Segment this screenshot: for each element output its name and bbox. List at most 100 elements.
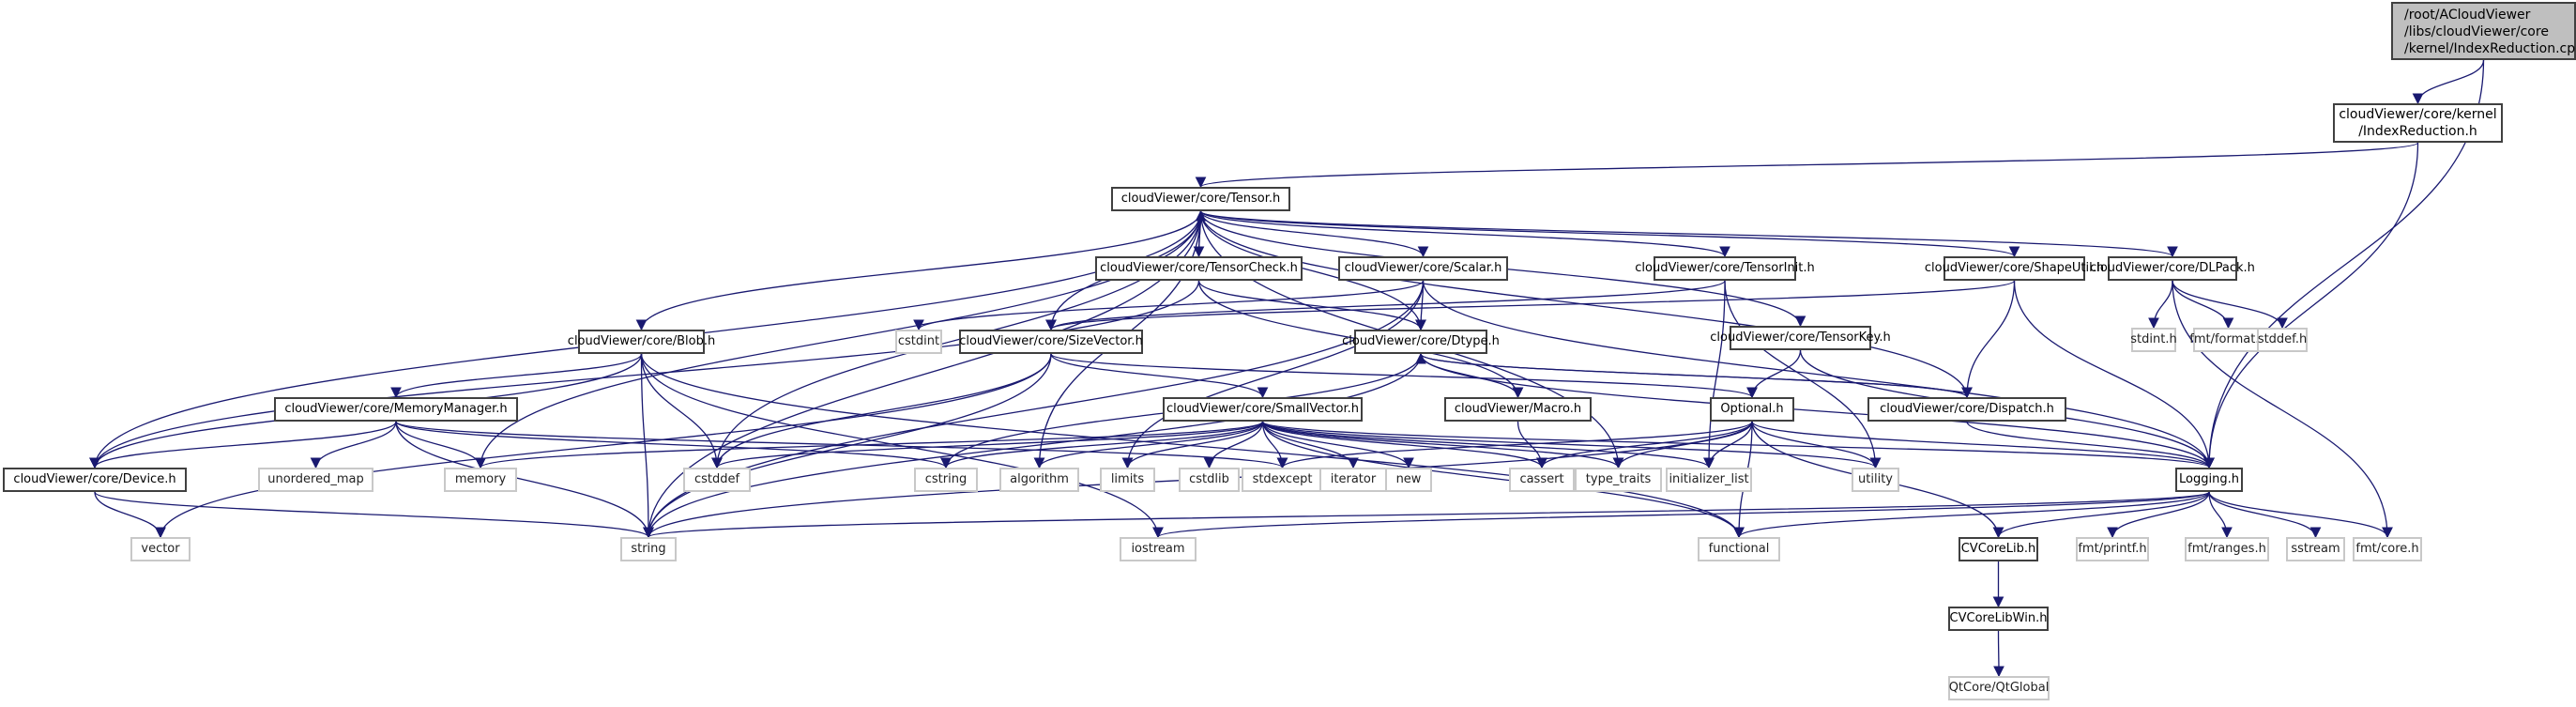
edge-sizevector_h-to-optional_h bbox=[1050, 353, 1758, 399]
edge-scalar_h-to-logging_h bbox=[1422, 280, 2215, 469]
edge-blob_h-to-iostream bbox=[640, 353, 1164, 539]
edge-logging_h-to-cvcorelib_h bbox=[1992, 491, 2210, 539]
edge-smallvector_h-to-type_traits bbox=[1261, 421, 1624, 469]
edge-sizevector_h-to-smallvector_h bbox=[1050, 353, 1269, 399]
node-memorymanager-h[interactable]: cloudViewer/core/MemoryManager.h bbox=[274, 397, 518, 422]
edge-logging_h-to-iostream bbox=[1152, 491, 2210, 539]
node-algorithm: algorithm bbox=[999, 468, 1079, 492]
edge-device_h-to-string bbox=[94, 491, 654, 539]
node-fmt-format-h: fmt/format.h bbox=[2189, 328, 2267, 352]
node-cstdint: cstdint bbox=[895, 330, 942, 354]
edge-optional_h-to-cassert bbox=[1536, 421, 1753, 469]
node-utility: utility bbox=[1852, 468, 1899, 492]
node-vector: vector bbox=[130, 537, 191, 561]
node-stddef-h: stddef.h bbox=[2257, 328, 2308, 352]
edge-dlpack_h-to-fmt_format_h bbox=[2172, 280, 2234, 330]
edge-cvcorelibwin_h-to-qtcore_qtglobal bbox=[1993, 630, 2004, 678]
edge-sizevector_h-to-cstddef bbox=[711, 353, 1052, 469]
node-new: new bbox=[1385, 468, 1432, 492]
edge-logging_h-to-fmt_core_h bbox=[2208, 491, 2393, 539]
edge-optional_h-to-initializer_list bbox=[1703, 421, 1753, 469]
edge-tensorkey_h-to-optional_h bbox=[1746, 349, 1802, 399]
node-logging-h[interactable]: Logging.h bbox=[2175, 468, 2243, 492]
edge-indexreduction_h-to-logging_h bbox=[2203, 142, 2419, 469]
node-dlpack-h[interactable]: cloudViewer/core/DLPack.h bbox=[2090, 256, 2255, 281]
edge-smallvector_h-to-cassert bbox=[1261, 421, 1547, 469]
node-smallvector-h[interactable]: cloudViewer/core/SmallVector.h bbox=[1163, 397, 1363, 422]
edge-smallvector_h-to-logging_h bbox=[1261, 421, 2215, 469]
edge-smallvector_h-to-initializer_list bbox=[1261, 421, 1715, 469]
edge-device_h-to-vector bbox=[94, 491, 166, 539]
edge-dlpack_h-to-fmt_core_h bbox=[2172, 280, 2393, 539]
node-indexreduction-h[interactable]: cloudViewer/core/kernel /IndexReduction.… bbox=[2333, 103, 2503, 143]
edge-logging_h-to-functional bbox=[1733, 491, 2210, 539]
edge-logging_h-to-string bbox=[643, 491, 2210, 539]
edge-memorymanager_h-to-cstring bbox=[395, 421, 952, 469]
node-sizevector-h[interactable]: cloudViewer/core/SizeVector.h bbox=[959, 330, 1143, 354]
node-blob-h[interactable]: cloudViewer/core/Blob.h bbox=[568, 330, 715, 354]
node-tensorkey-h[interactable]: cloudViewer/core/TensorKey.h bbox=[1710, 326, 1891, 350]
edge-logging_h-to-fmt_printf_h bbox=[2107, 491, 2210, 539]
node-tensorinit-h[interactable]: cloudViewer/core/TensorInit.h bbox=[1635, 256, 1815, 281]
node-sstream: sstream bbox=[2286, 537, 2345, 561]
node-tensor-h[interactable]: cloudViewer/core/Tensor.h bbox=[1111, 187, 1290, 211]
node-tensorcheck-h[interactable]: cloudViewer/core/TensorCheck.h bbox=[1095, 256, 1303, 281]
edge-optional_h-to-utility bbox=[1751, 421, 1882, 469]
node-cstdlib: cstdlib bbox=[1179, 468, 1240, 492]
node-unordered-map: unordered_map bbox=[258, 468, 373, 492]
node-fmt-core-h: fmt/core.h bbox=[2353, 537, 2422, 561]
edge-scalar_h-to-cstdint bbox=[913, 280, 1425, 331]
node-macro-h[interactable]: cloudViewer/Macro.h bbox=[1444, 397, 1592, 422]
edge-smallvector_h-to-memory bbox=[475, 421, 1264, 469]
edge-root-to-indexreduction_h bbox=[2412, 59, 2485, 105]
edge-tensor_h-to-scalar_h bbox=[1199, 210, 1429, 258]
node-shapeutil-h[interactable]: cloudViewer/core/ShapeUtil.h bbox=[1925, 256, 2104, 281]
edge-shapeutil_h-to-dispatch_h bbox=[1961, 280, 2016, 399]
node-type-traits: type_traits bbox=[1575, 468, 1662, 492]
edge-optional_h-to-stdexcept bbox=[1276, 421, 1753, 469]
edge-shapeutil_h-to-logging_h bbox=[2013, 280, 2215, 469]
node-optional-h[interactable]: Optional.h bbox=[1710, 397, 1794, 422]
node-fmt-printf-h: fmt/printf.h bbox=[2076, 537, 2149, 561]
node-scalar-h[interactable]: cloudViewer/core/Scalar.h bbox=[1338, 256, 1508, 281]
node-cassert: cassert bbox=[1509, 468, 1575, 492]
edge-smallvector_h-to-new bbox=[1261, 421, 1414, 469]
edge-memorymanager_h-to-device_h bbox=[89, 421, 397, 469]
node-cstring: cstring bbox=[914, 468, 978, 492]
edge-smallvector_h-to-cstdlib bbox=[1203, 421, 1264, 469]
edge-sizevector_h-to-vector bbox=[155, 353, 1052, 539]
edge-logging_h-to-fmt_ranges_h bbox=[2208, 491, 2233, 539]
edge-smallvector_h-to-cstddef bbox=[711, 421, 1264, 469]
edge-shapeutil_h-to-sizevector_h bbox=[1045, 280, 2016, 331]
edge-smallvector_h-to-iterator bbox=[1261, 421, 1359, 469]
edge-smallvector_h-to-algorithm bbox=[1033, 421, 1264, 469]
edge-tensorinit_h-to-sizevector_h bbox=[1045, 280, 1726, 331]
node-cvcorelib-h[interactable]: CVCoreLib.h bbox=[1959, 537, 2038, 561]
edge-logging_h-to-sstream bbox=[2208, 491, 2322, 539]
node-dispatch-h[interactable]: cloudViewer/core/Dispatch.h bbox=[1867, 397, 2066, 422]
node-iostream: iostream bbox=[1120, 537, 1197, 561]
node-device-h[interactable]: cloudViewer/core/Device.h bbox=[3, 468, 187, 492]
node-functional: functional bbox=[1698, 537, 1780, 561]
node-stdexcept: stdexcept bbox=[1242, 468, 1323, 492]
edge-memorymanager_h-to-string bbox=[395, 421, 654, 539]
edge-dispatch_h-to-logging_h bbox=[1966, 421, 2215, 469]
edge-optional_h-to-logging_h bbox=[1751, 421, 2215, 469]
edge-dtype_h-to-string bbox=[643, 353, 1422, 539]
edge-dlpack_h-to-stddef_h bbox=[2172, 280, 2288, 330]
edge-dlpack_h-to-stdint_h bbox=[2148, 280, 2173, 330]
node-stdint-h: stdint.h bbox=[2130, 328, 2177, 352]
edge-smallvector_h-to-limits bbox=[1121, 421, 1264, 469]
node-root-indexreduction-cpp: /root/ACloudViewer /libs/cloudViewer/cor… bbox=[2391, 2, 2576, 60]
node-memory: memory bbox=[444, 468, 517, 492]
node-qtcore-qtglobal: QtCore/QtGlobal bbox=[1948, 676, 2050, 700]
edge-smallvector_h-to-functional bbox=[1261, 421, 1745, 539]
edge-smallvector_h-to-cstring bbox=[940, 421, 1264, 469]
edge-tensor_h-to-dtype_h bbox=[1199, 210, 1426, 331]
node-limits: limits bbox=[1100, 468, 1155, 492]
edge-memorymanager_h-to-stdexcept bbox=[395, 421, 1288, 469]
node-dtype-h[interactable]: cloudViewer/core/Dtype.h bbox=[1342, 330, 1500, 354]
node-cvcorelibwin-h[interactable]: CVCoreLibWin.h bbox=[1948, 607, 2049, 631]
